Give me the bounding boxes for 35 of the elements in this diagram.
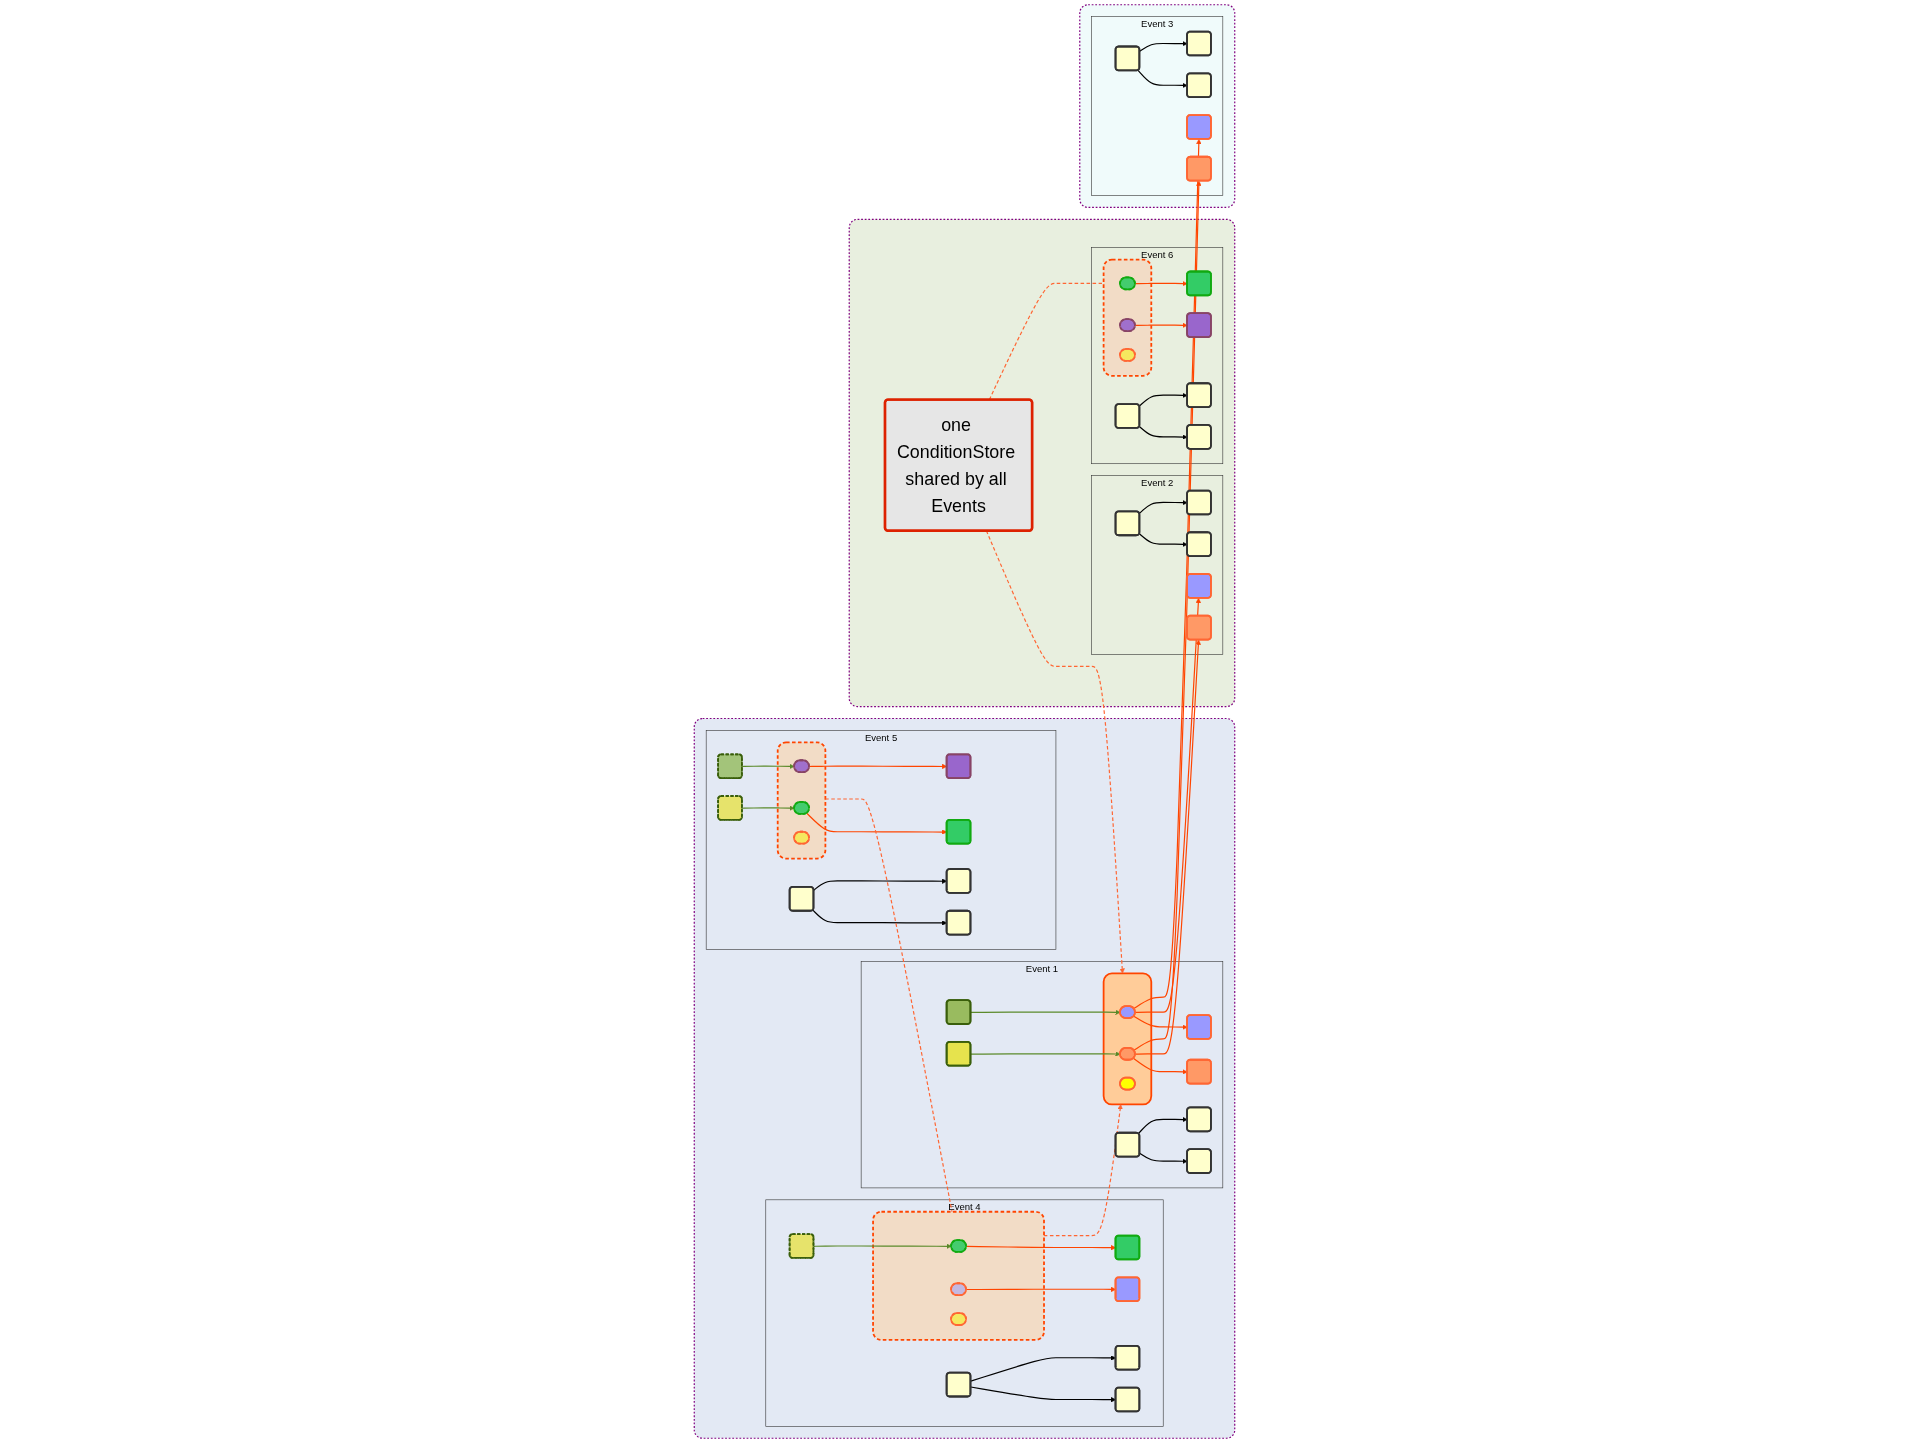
cluster: [1091, 475, 1224, 655]
arrow: [985, 530, 1125, 974]
arrow: [1043, 1104, 1123, 1237]
arrow: [1134, 639, 1201, 1055]
cluster: [1079, 4, 1236, 208]
arrow: [1133, 1015, 1188, 1030]
arrow: [1137, 1116, 1188, 1135]
arrow: [1134, 322, 1188, 328]
cluster: [776, 741, 827, 860]
arrow: [1137, 69, 1188, 89]
cluster: [765, 1199, 1164, 1427]
arrow: [1138, 500, 1188, 515]
arrow: [1138, 533, 1188, 547]
arrow: [1138, 425, 1188, 440]
arrow: [1138, 392, 1188, 407]
arrow: [1139, 1152, 1188, 1164]
cluster: [848, 218, 1236, 708]
arrow: [1139, 41, 1188, 52]
arrow: [1134, 280, 1188, 287]
arrow: [970, 1051, 1121, 1057]
arrow: [1132, 1057, 1188, 1075]
arrow: [813, 1243, 952, 1249]
arrow: [741, 805, 795, 811]
cluster: [1102, 972, 1153, 1106]
cluster: [705, 730, 1057, 950]
cluster: [1091, 16, 1224, 196]
arrow: [741, 763, 795, 770]
cluster: [1091, 247, 1224, 464]
connector: [824, 798, 953, 1213]
arrow: [1134, 597, 1201, 1013]
cluster: [693, 717, 1236, 1439]
cluster: [1102, 258, 1153, 377]
cluster: [860, 961, 1224, 1189]
arrow: [970, 1009, 1121, 1015]
cluster: [872, 1210, 1045, 1341]
